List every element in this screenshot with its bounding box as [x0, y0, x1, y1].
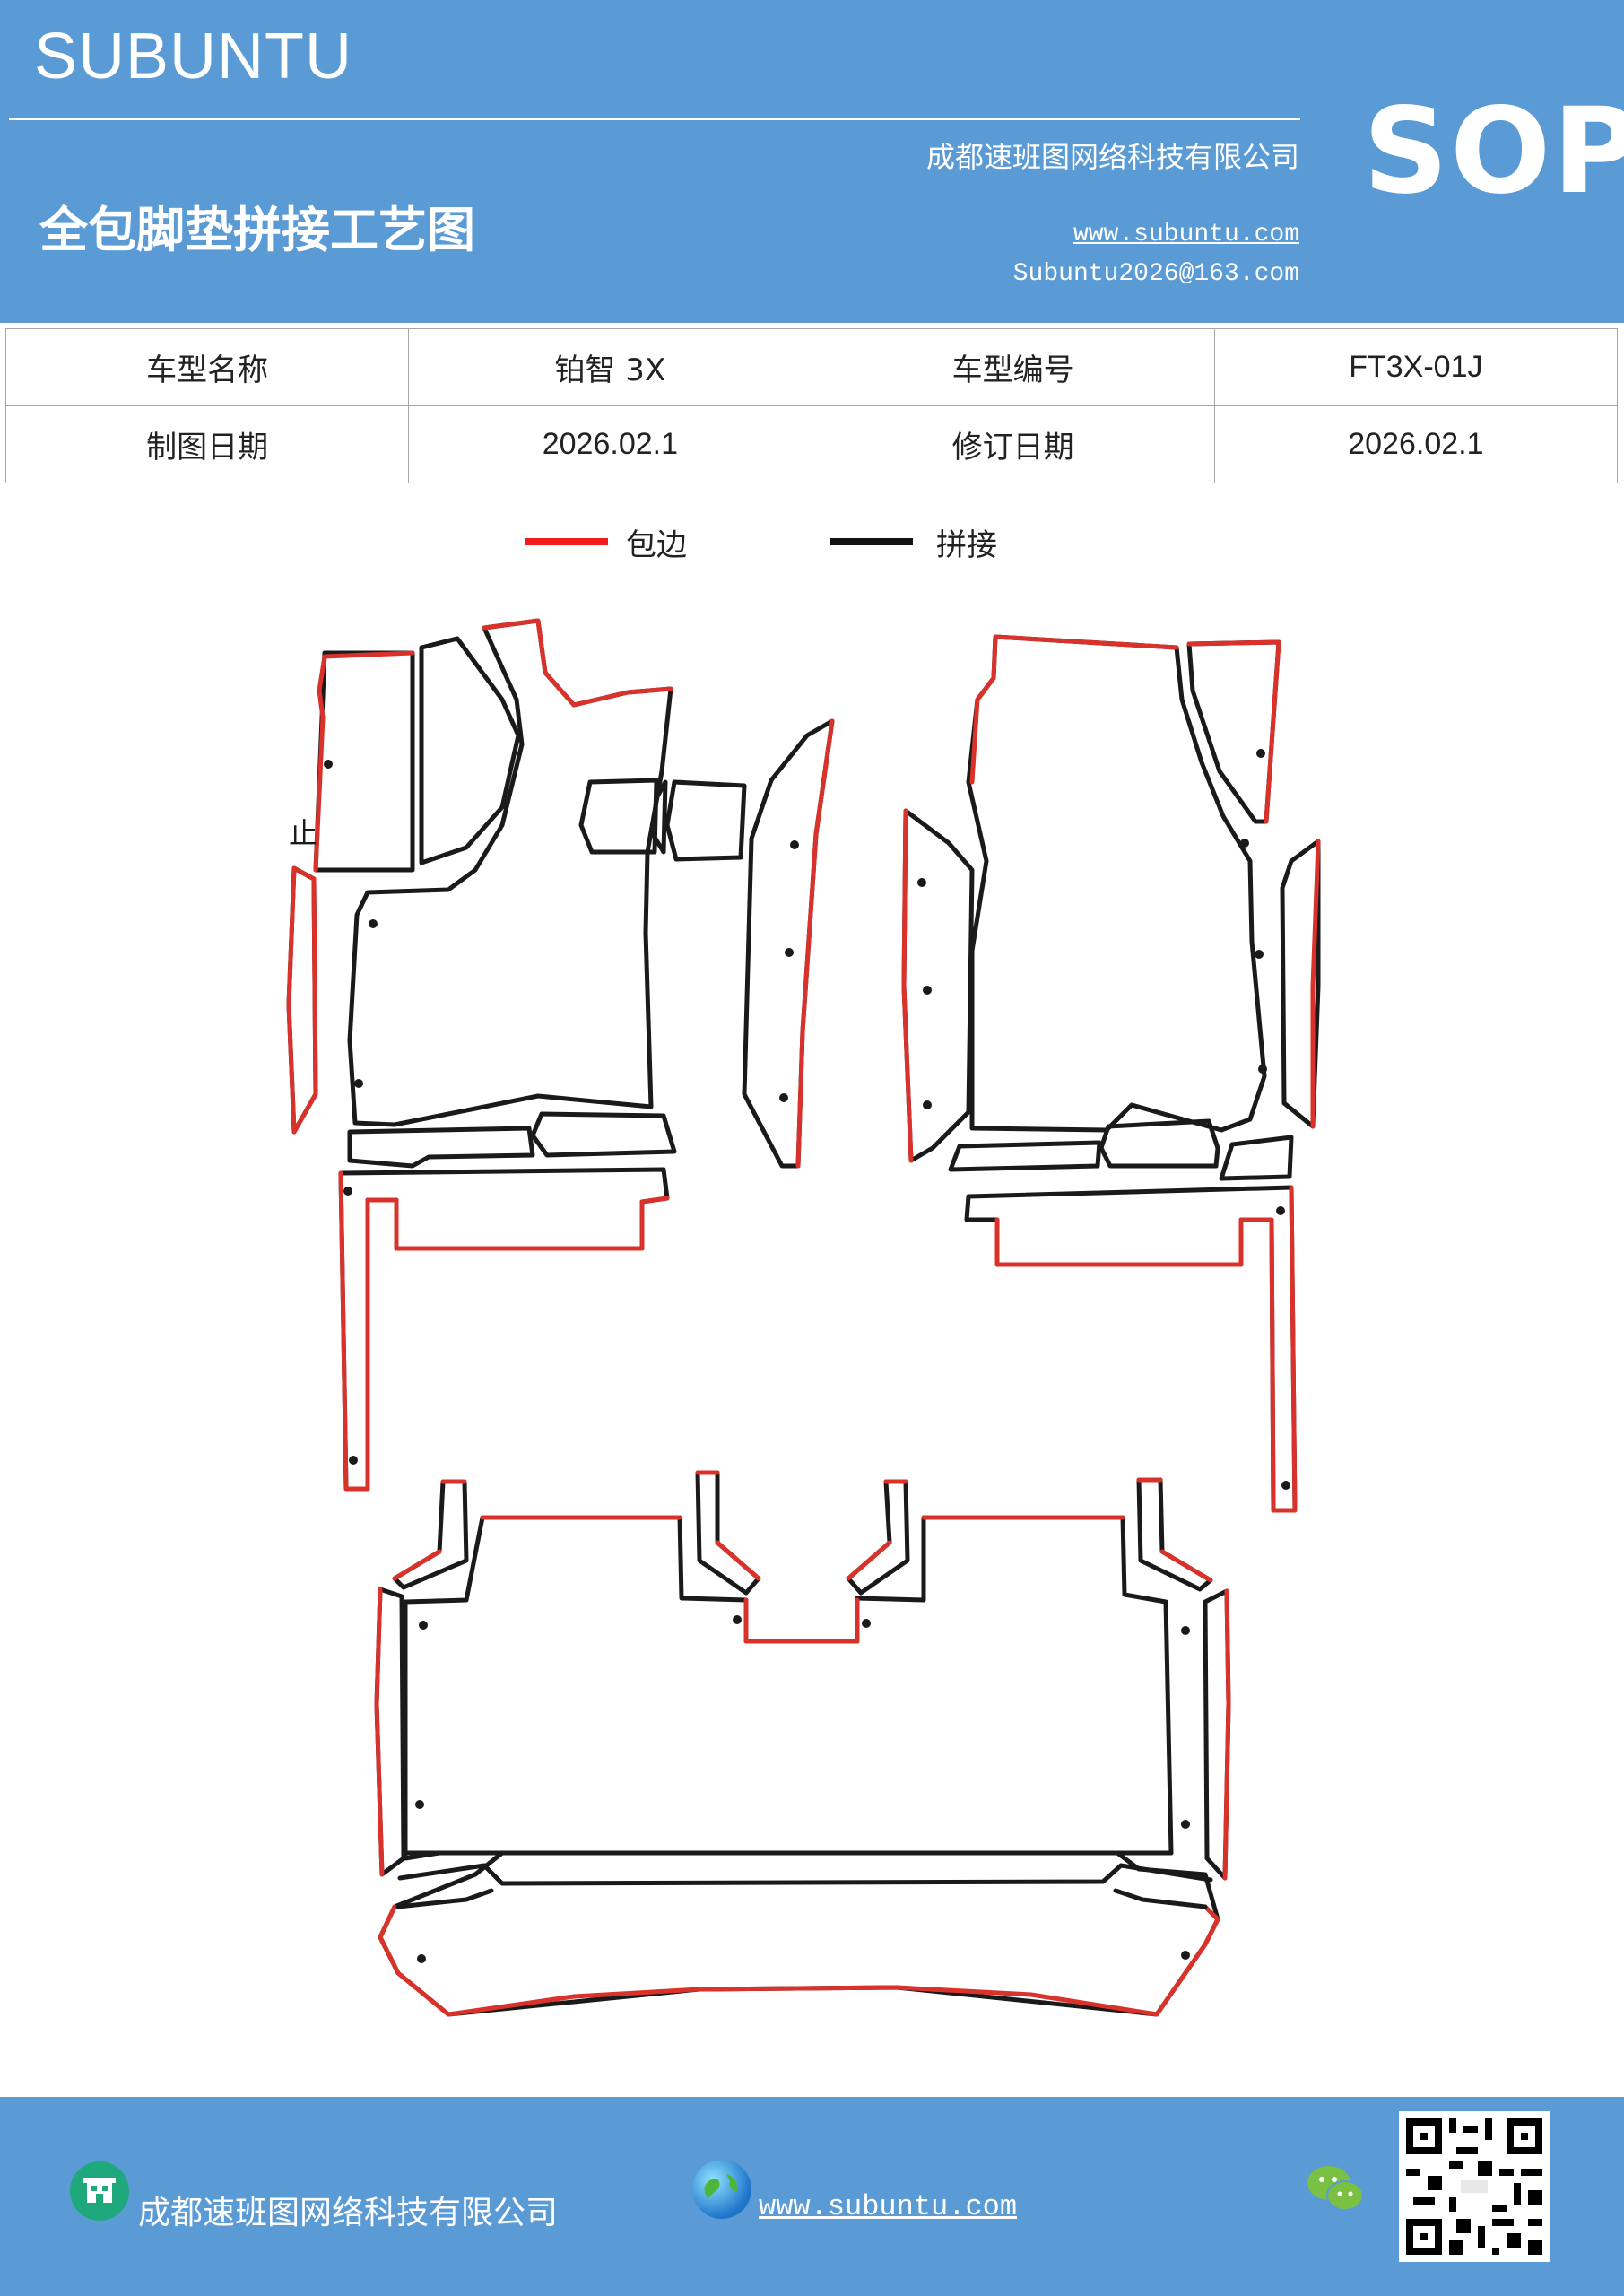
building-icon	[70, 2161, 129, 2221]
mat-piece	[1186, 639, 1281, 824]
mat-edge	[795, 718, 835, 1169]
mat-piece	[846, 1479, 910, 1596]
mat-piece	[1099, 1118, 1220, 1169]
company-name: 成都速班图网络科技有限公司	[925, 140, 1299, 174]
mat-piece	[530, 1111, 677, 1158]
mat-edge	[1186, 639, 1281, 824]
mat-dot	[1240, 839, 1249, 848]
footer-company-name: 成都速班图网络科技有限公司	[138, 2195, 559, 2231]
mat-piece	[347, 618, 673, 1127]
legend-swatch-edge	[525, 538, 608, 545]
mat-edge	[313, 650, 415, 873]
mat-piece	[742, 718, 835, 1169]
mat-dot	[917, 878, 926, 887]
mat-dot	[785, 948, 794, 957]
mat-edge	[378, 1904, 1220, 2017]
mat-dot	[1181, 1951, 1190, 1960]
header-divider	[9, 118, 1300, 120]
document-title: 全包脚垫拼接工艺图	[39, 202, 475, 258]
mat-seam	[395, 1888, 1208, 1909]
mat-dot	[790, 840, 799, 849]
mat-edge	[994, 1185, 1298, 1513]
mat-edge	[1136, 1477, 1213, 1583]
wechat-icon[interactable]	[1306, 2161, 1365, 2217]
label-revision-date: 修订日期	[811, 405, 1215, 483]
qr-code	[1399, 2111, 1550, 2262]
legend-label-edge: 包边	[626, 527, 687, 563]
mat-edge	[969, 634, 1179, 785]
value-revision-date: 2026.02.1	[1213, 405, 1619, 483]
mat-dot	[1258, 1065, 1267, 1074]
mat-edge	[901, 808, 914, 1163]
mat-edge	[1222, 1588, 1231, 1881]
mat-piece	[419, 636, 521, 865]
mat-dot	[923, 1100, 932, 1109]
header-banner: SUBUNTU 成都速班图网络科技有限公司 全包脚垫拼接工艺图 www.subu…	[0, 0, 1624, 323]
label-model-code: 车型编号	[811, 328, 1215, 406]
mat-dot	[923, 986, 932, 995]
mat-piece	[695, 1470, 761, 1596]
mat-piece	[378, 1515, 1220, 2017]
mat-dot	[1181, 1820, 1190, 1829]
footer-banner: 成都速班图网络科技有限公司 www.subuntu.com	[0, 2097, 1624, 2296]
legend-swatch-seam	[830, 538, 913, 545]
sop-badge: SOP	[1363, 83, 1624, 221]
email-address: Subuntu2026@163.com	[1012, 260, 1299, 288]
mat-dot	[324, 760, 333, 769]
mat-dot	[733, 1615, 742, 1624]
mat-dot	[343, 1187, 352, 1196]
mat-piece	[664, 779, 747, 862]
mat-piece	[650, 779, 668, 855]
mat-dot	[349, 1456, 358, 1465]
label-draw-date: 制图日期	[4, 405, 410, 483]
mat-edge	[392, 1479, 467, 1581]
mat-dot	[1255, 950, 1264, 959]
mat-piece	[1280, 839, 1321, 1129]
value-draw-date: 2026.02.1	[408, 405, 812, 483]
mat-dot	[1181, 1626, 1190, 1635]
mat-edge	[480, 1515, 1125, 1644]
mat-edge	[1310, 839, 1321, 1129]
mat-piece	[347, 1126, 535, 1169]
footer-website-link[interactable]: www.subuntu.com	[759, 2190, 1018, 2223]
mat-dot	[419, 1621, 428, 1630]
mat-dot	[1276, 1206, 1285, 1215]
mat-piece	[901, 808, 975, 1163]
legend-label-seam: 拼接	[936, 527, 997, 563]
info-table: 车型名称 铂智 3X 车型编号 FT3X-01J 制图日期 2026.02.1 …	[4, 328, 1619, 483]
diagram-annotation: 止	[289, 816, 317, 850]
mat-edge	[695, 1470, 761, 1581]
mat-piece	[948, 1140, 1102, 1172]
mat-edge	[482, 618, 673, 708]
table-row: 车型名称 铂智 3X 车型编号 FT3X-01J	[4, 328, 1619, 406]
mat-dot	[417, 1954, 426, 1963]
mat-dot	[354, 1079, 363, 1088]
mat-edge	[846, 1479, 908, 1581]
brand-name: SUBUNTU	[34, 21, 353, 92]
mat-dot	[415, 1800, 424, 1809]
mat-edge	[374, 1587, 385, 1877]
mat-piece	[964, 1185, 1298, 1513]
legend-item-edge: 包边	[525, 520, 705, 565]
mat-seam	[397, 1863, 1213, 1886]
table-row: 制图日期 2026.02.1 修订日期 2026.02.1	[4, 405, 1619, 483]
mat-edge	[286, 865, 318, 1135]
legend-item-seam: 拼接	[830, 520, 1010, 565]
mat-piece	[338, 1167, 670, 1492]
mat-dot	[779, 1093, 788, 1102]
mat-piece	[578, 778, 659, 855]
mat-dot	[1256, 749, 1265, 758]
value-model-code: FT3X-01J	[1213, 328, 1619, 406]
mat-edge	[338, 1170, 670, 1492]
globe-icon	[692, 2160, 751, 2219]
mat-dot	[369, 919, 378, 928]
mat-piece	[1219, 1135, 1294, 1181]
mat-piece	[966, 634, 1267, 1133]
value-model-name: 铂智 3X	[408, 328, 812, 406]
label-model-name: 车型名称	[4, 328, 410, 406]
mat-dot	[1281, 1481, 1290, 1490]
website-link[interactable]: www.subuntu.com	[1073, 221, 1299, 248]
mat-dot	[862, 1619, 871, 1628]
